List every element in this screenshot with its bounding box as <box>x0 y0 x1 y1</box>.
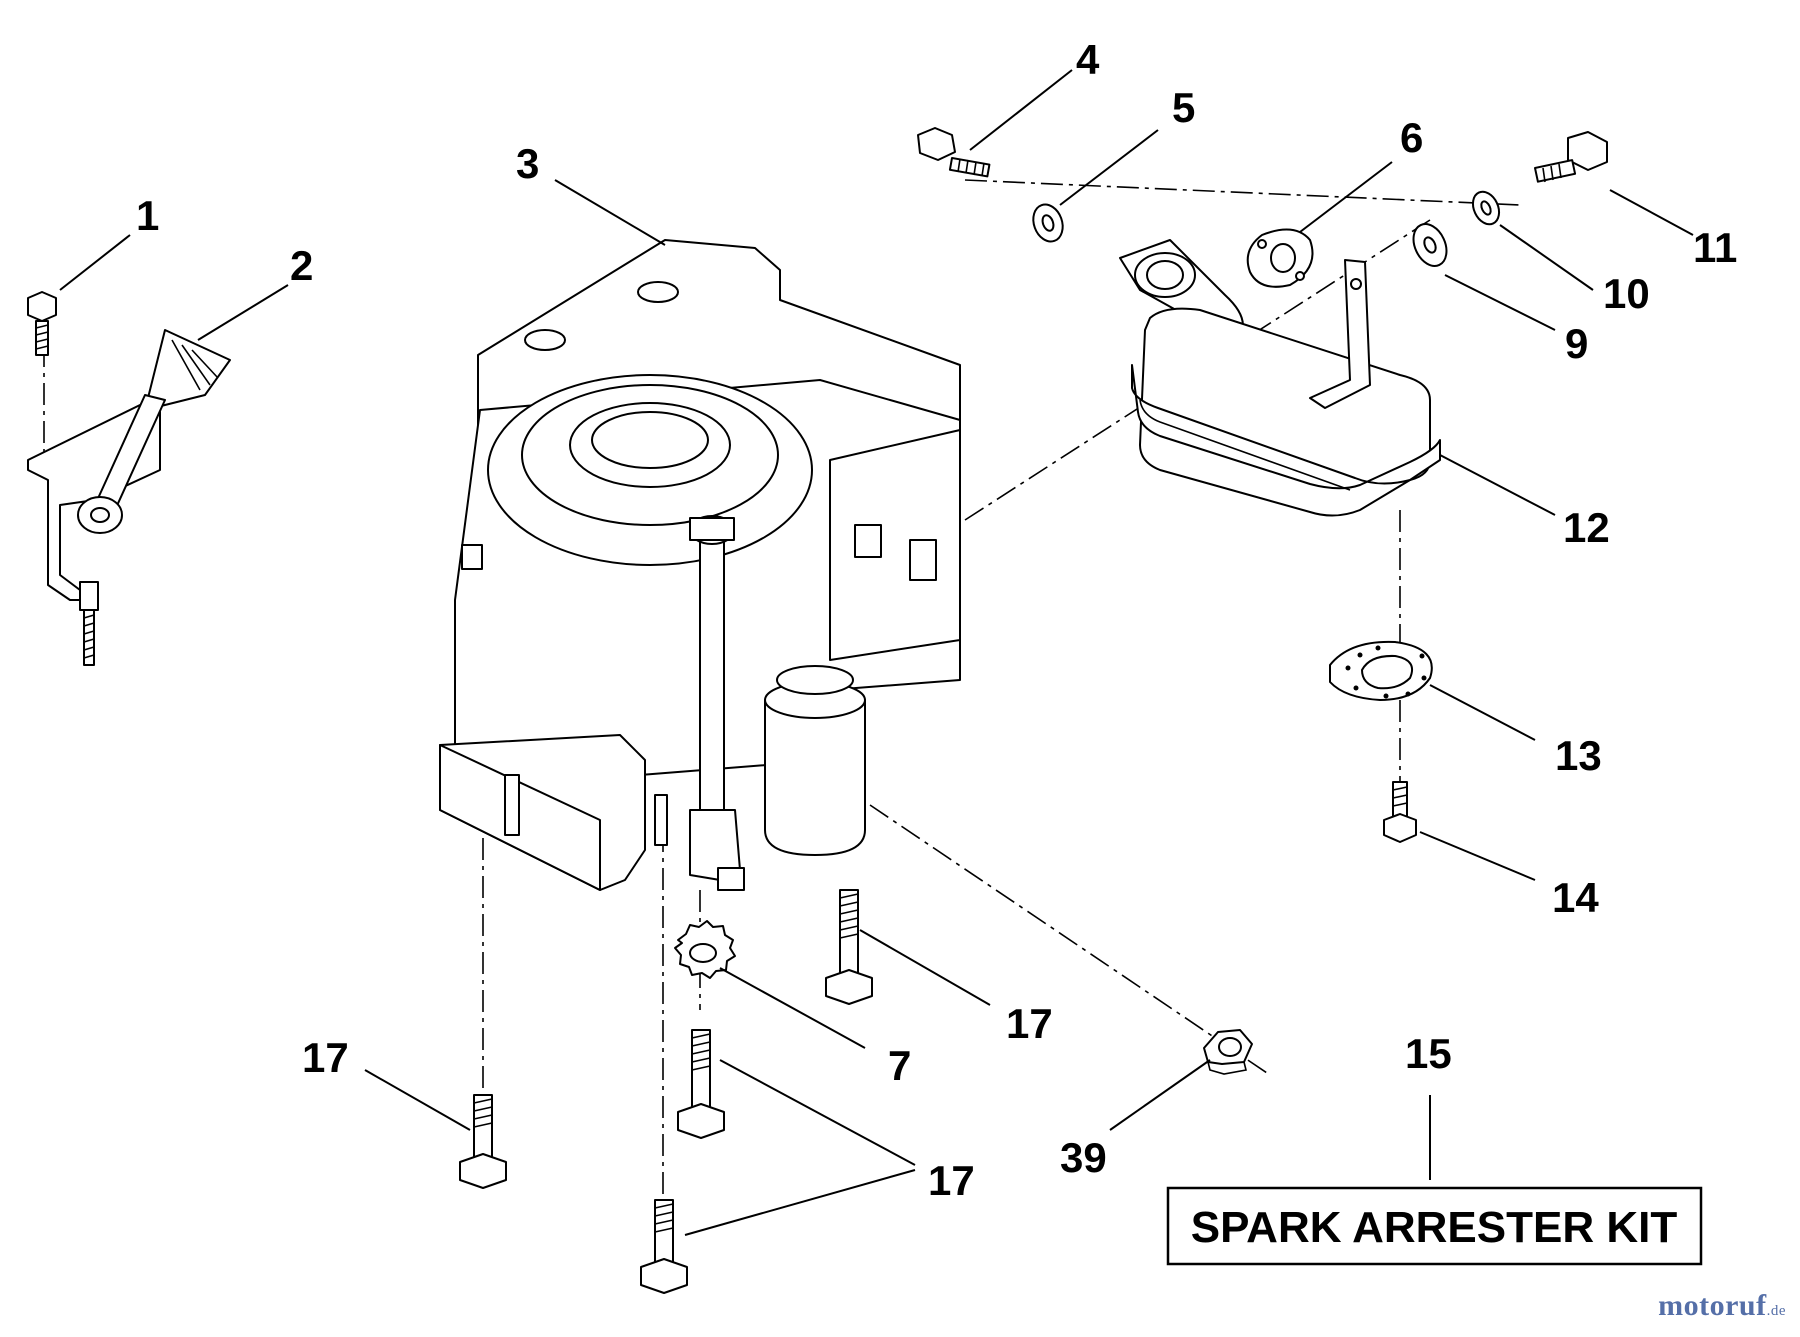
callout-6: 6 <box>1400 114 1423 161</box>
part-9-washer-icon <box>1412 223 1448 267</box>
callout-9: 9 <box>1565 320 1588 367</box>
part-11-bolt-icon <box>1533 131 1608 183</box>
callout-17-c: 17 <box>928 1157 975 1204</box>
callout-13: 13 <box>1555 732 1602 779</box>
callout-7: 7 <box>888 1042 911 1089</box>
leader-lines <box>59 69 1694 1236</box>
callout-12: 12 <box>1563 504 1610 551</box>
watermark-logo: motoruf.de <box>1658 1289 1786 1323</box>
callout-1: 1 <box>136 192 159 239</box>
callout-5: 5 <box>1172 84 1195 131</box>
callout-10: 10 <box>1603 270 1650 317</box>
spark-arrester-kit-box: SPARK ARRESTER KIT <box>1166 1186 1703 1266</box>
watermark-main: motoruf <box>1658 1289 1767 1322</box>
part-5-washer-icon <box>1032 203 1064 243</box>
part-17-bolt-icon <box>640 1199 688 1294</box>
callout-3: 3 <box>516 140 539 187</box>
part-6-gasket-icon <box>1246 228 1314 288</box>
part-14-screw-icon <box>1383 781 1417 843</box>
part-4-bolt-icon <box>917 127 991 178</box>
callout-14: 14 <box>1552 874 1599 921</box>
watermark-suffix: .de <box>1766 1303 1786 1319</box>
callout-15: 15 <box>1405 1030 1452 1077</box>
callout-labels: 1 2 3 4 5 6 7 9 10 11 12 13 14 15 17 17 … <box>136 36 1737 1204</box>
part-12-muffler-icon <box>1131 259 1441 517</box>
part-17-bolt-icon <box>825 889 873 1005</box>
callout-2: 2 <box>290 242 313 289</box>
part-3-engine-icon <box>439 239 961 891</box>
callout-4: 4 <box>1076 36 1100 83</box>
callout-11: 11 <box>1693 224 1737 271</box>
part-13-spark-arrester-screen-icon <box>1329 640 1433 701</box>
part-17-bolt-icon <box>677 1029 725 1139</box>
kit-label: SPARK ARRESTER KIT <box>1191 1203 1678 1252</box>
callout-17-b: 17 <box>302 1034 349 1081</box>
part-10-washer-icon <box>1471 190 1501 226</box>
part-1-bolt-icon <box>27 291 57 356</box>
callout-39: 39 <box>1060 1134 1107 1181</box>
callout-17-a: 17 <box>1006 1000 1053 1047</box>
part-39-nut-icon <box>1203 1029 1253 1075</box>
part-2-throttle-control-icon <box>27 329 231 666</box>
part-7-lock-washer-icon <box>674 920 736 979</box>
part-17-bolt-icon <box>459 1094 507 1189</box>
